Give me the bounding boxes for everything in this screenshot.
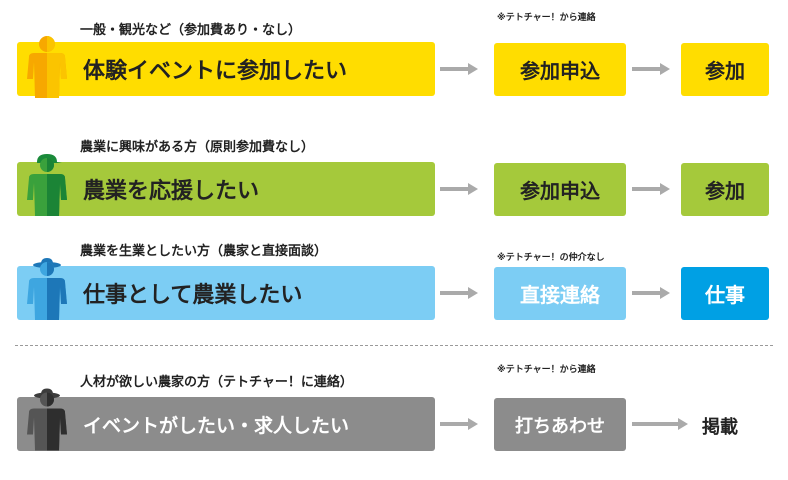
row1-step1-label: 参加申込 bbox=[520, 59, 600, 83]
farmer-cap-icon bbox=[27, 154, 67, 216]
section-divider bbox=[15, 345, 773, 346]
row1-step1-box: 参加申込 bbox=[494, 43, 626, 96]
row2-step1-label: 参加申込 bbox=[520, 179, 600, 203]
row3-step2-box: 仕事 bbox=[681, 267, 769, 320]
farmer-hat-icon bbox=[27, 388, 67, 451]
row2-main-label: 農業を応援したい bbox=[83, 179, 260, 204]
person-icon bbox=[27, 36, 67, 98]
row4-caption: 人材が欲しい農家の方（テトチャー！に連絡） bbox=[80, 375, 353, 390]
right-arrow-icon bbox=[632, 418, 688, 430]
row3-main-bar: 仕事として農業したい bbox=[17, 266, 435, 320]
row2-step2-label: 参加 bbox=[705, 179, 745, 203]
row4-step2-label: 掲載 bbox=[702, 417, 738, 438]
right-arrow-icon bbox=[440, 287, 478, 299]
right-arrow-icon bbox=[632, 287, 670, 299]
row2-step1-box: 参加申込 bbox=[494, 163, 626, 216]
row2-main-bar: 農業を応援したい bbox=[17, 162, 435, 216]
row1-main-bar: 体験イベントに参加したい bbox=[17, 42, 435, 96]
right-arrow-icon bbox=[632, 183, 670, 195]
row4-main-label: イベントがしたい・求人したい bbox=[83, 414, 350, 437]
row3-caption: 農業を生業としたい方（農家と直接面談） bbox=[80, 244, 328, 259]
right-arrow-icon bbox=[440, 418, 478, 430]
row1-step2-box: 参加 bbox=[681, 43, 769, 96]
row4-step1-label: 打ちあわせ bbox=[515, 415, 605, 437]
row4-note: ※テトチャー！から連絡 bbox=[497, 365, 596, 375]
row4-main-bar: イベントがしたい・求人したい bbox=[17, 397, 435, 451]
row3-main-label: 仕事として農業したい bbox=[83, 283, 303, 308]
row3-step1-label: 直接連絡 bbox=[520, 283, 600, 307]
row1-caption: 一般・観光など（参加費あり・なし） bbox=[80, 23, 302, 38]
row3-note: ※テトチャー！の仲介なし bbox=[497, 253, 605, 263]
right-arrow-icon bbox=[632, 63, 670, 75]
row3-step2-label: 仕事 bbox=[705, 283, 745, 307]
row2-step2-box: 参加 bbox=[681, 163, 769, 216]
row2-caption: 農業に興味がある方（原則参加費なし） bbox=[80, 140, 315, 155]
row3-step1-box: 直接連絡 bbox=[494, 267, 626, 320]
right-arrow-icon bbox=[440, 63, 478, 75]
row1-main-label: 体験イベントに参加したい bbox=[83, 59, 348, 84]
right-arrow-icon bbox=[440, 183, 478, 195]
farmer-hat-icon bbox=[27, 258, 67, 320]
row4-step1-box: 打ちあわせ bbox=[494, 398, 626, 451]
row1-note: ※テトチャー！から連絡 bbox=[497, 13, 596, 23]
row1-step2-label: 参加 bbox=[705, 59, 745, 83]
